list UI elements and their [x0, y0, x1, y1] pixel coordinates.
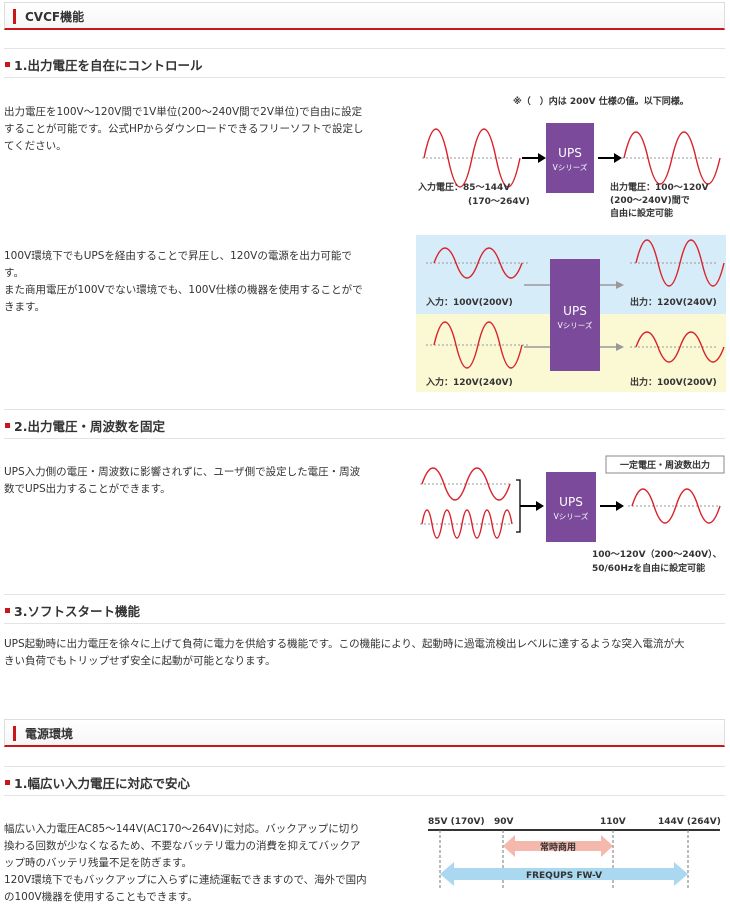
- output-voltage-label: (200～240V)間で: [610, 195, 690, 206]
- series-label: Vシリーズ: [554, 511, 589, 521]
- normal-range-arrow: [503, 835, 613, 857]
- tick-label: 110V: [600, 817, 626, 827]
- series-label: Vシリーズ: [553, 162, 588, 172]
- subsection-wide-input: 1.幅広い入力電圧に対応で安心: [4, 768, 725, 794]
- setting-caption: 100～120V（200～240V）、: [592, 549, 722, 560]
- subsection-title: 2.出力電圧・周波数を固定: [14, 419, 165, 434]
- arrow-icon: [616, 343, 624, 351]
- paragraph-wide-input: 幅広い入力電圧AC85～144V(AC170～264V)に対応。バックアップに切…: [4, 821, 404, 906]
- arrow-icon: [616, 281, 624, 289]
- arrow-icon: [538, 153, 546, 163]
- input-label: 入力：100V(200V): [425, 296, 513, 308]
- text-line: 120V環境下でもバックアップに入らずに連続運転できますので、海外で国内: [4, 874, 367, 886]
- section-title: CVCF機能: [25, 10, 85, 24]
- divider: [4, 766, 725, 767]
- text-line: す。: [4, 267, 24, 279]
- text-line: きい負荷でもトリップせず安全に起動が可能となります。: [4, 655, 276, 667]
- ups-label: UPS: [563, 304, 587, 318]
- header-accent-bar: [13, 726, 16, 741]
- output-voltage-label: 出力電圧：100～120V: [610, 181, 709, 193]
- divider: [4, 48, 725, 49]
- text-line: また商用電圧が100Vでない環境でも、100V仕様の機器を使用することがで: [4, 284, 363, 296]
- subsection-title: 1.幅広い入力電圧に対応で安心: [14, 776, 190, 791]
- paragraph-fixed-output: UPS入力側の電圧・周波数に影響されずに、ユーザ側で設定した電圧・周波 数でUP…: [4, 464, 404, 498]
- section-header-power: 電源環境: [4, 719, 725, 747]
- text-line: UPS起動時に出力電圧を徐々に上げて負荷に電力を供給する機能です。この機能により…: [4, 638, 685, 650]
- arrow-icon: [614, 153, 622, 163]
- text-line: の100V機器を使用することもできます。: [4, 891, 198, 903]
- subsection-soft-start: 3.ソフトスタート機能: [4, 596, 725, 622]
- input-voltage-label: 入力電圧：85～144V: [417, 181, 510, 193]
- output-label: 出力：100V(200V): [630, 376, 717, 388]
- wave: [635, 331, 725, 363]
- tick-label: 144V (264V): [658, 817, 721, 827]
- input-wave: [421, 509, 513, 539]
- text-line: 数でUPS出力することができます。: [4, 483, 171, 495]
- input-wave: [421, 467, 511, 501]
- text-line: 換わる回数が少なくなるため、不要なバッテリ電力の消費を抑えてバックア: [4, 840, 361, 852]
- figure-input-range: 85V (170V) 90V 110V 144V (264V) 常時商用 FRE…: [428, 817, 721, 890]
- section-title: 電源環境: [25, 727, 74, 741]
- input-label: 入力：120V(240V): [425, 376, 513, 388]
- setting-caption: 50/60Hzを自由に設定可能: [592, 562, 705, 574]
- output-box-label: 一定電圧・周波数出力: [620, 459, 710, 471]
- output-wave: [623, 131, 721, 185]
- divider: [4, 623, 725, 624]
- input-wave: [423, 128, 521, 188]
- output-wave: [631, 488, 721, 524]
- arrow-icon: [616, 501, 624, 511]
- text-line: きます。: [4, 301, 45, 313]
- subsection-output-control: 1.出力電圧を自在にコントロール: [4, 50, 725, 76]
- wave: [433, 247, 523, 279]
- divider: [4, 795, 725, 796]
- header-accent-bar: [13, 9, 16, 24]
- tick-label: 90V: [494, 817, 514, 827]
- bullet-icon: [5, 423, 10, 428]
- bullet-icon: [5, 608, 10, 613]
- text-line: てください。: [4, 140, 67, 152]
- arrow-icon: [536, 501, 544, 511]
- normal-range-label: 常時商用: [540, 841, 576, 853]
- ups-box: [546, 123, 594, 193]
- text-line: 出力電圧を100V～120V間で1V単位(200～240V間で2V単位)で自由に…: [4, 106, 363, 118]
- product-range-label: FREQUPS FW-V: [526, 871, 602, 881]
- subsection-fixed-output: 2.出力電圧・周波数を固定: [4, 411, 725, 437]
- bullet-icon: [5, 780, 10, 785]
- bullet-icon: [5, 62, 10, 67]
- paragraph-output-control: 出力電圧を100V～120V間で1V単位(200～240V間で2V単位)で自由に…: [4, 104, 404, 155]
- divider: [4, 438, 725, 439]
- subsection-title: 3.ソフトスタート機能: [14, 604, 140, 619]
- divider: [4, 594, 725, 595]
- figure-fixed-output: 一定電圧・周波数出力 UPS Vシリーズ 100～120V（200～240V）、…: [420, 455, 725, 574]
- figure-step-up-down: 入力：100V(200V) 出力：120V(240V) 入力：120V(240V…: [416, 235, 726, 392]
- ups-box: [546, 472, 596, 542]
- paragraph-soft-start: UPS起動時に出力電圧を徐々に上げて負荷に電力を供給する機能です。この機能により…: [4, 636, 726, 670]
- ups-label: UPS: [558, 146, 582, 160]
- paragraph-step-up: 100V環境下でもUPSを経由することで昇圧し、120Vの電源を出力可能で す。…: [4, 248, 404, 316]
- wave: [433, 321, 523, 369]
- ups-box: [550, 259, 600, 371]
- figure-voltage-control: ※（ ）内は 200V 仕様の値。以下同様。 UPS Vシリーズ 入力電圧：85…: [417, 95, 721, 219]
- figure-note: ※（ ）内は 200V 仕様の値。以下同様。: [513, 95, 689, 107]
- input-voltage-label: (170～264V): [468, 197, 530, 207]
- ups-label: UPS: [559, 495, 583, 509]
- text-line: 100V環境下でもUPSを経由することで昇圧し、120Vの電源を出力可能で: [4, 250, 352, 262]
- output-voltage-label: 自由に設定可能: [610, 207, 673, 219]
- subsection-title: 1.出力電圧を自在にコントロール: [14, 58, 203, 73]
- series-label: Vシリーズ: [558, 320, 593, 330]
- output-label: 出力：120V(240V): [630, 296, 717, 308]
- text-line: することが可能です。公式HPからダウンロードできるフリーソフトで設定し: [4, 123, 364, 135]
- text-line: 幅広い入力電圧AC85～144V(AC170～264V)に対応。バックアップに切…: [4, 823, 360, 835]
- product-range-arrow: [440, 862, 688, 886]
- output-box: [605, 455, 725, 474]
- divider: [4, 77, 725, 78]
- divider: [4, 409, 725, 410]
- tick-label: 85V (170V): [428, 817, 485, 827]
- text-line: ップ時のバッテリ残量不足を防ぎます。: [4, 857, 192, 869]
- section-header-cvcf: CVCF機能: [4, 2, 725, 30]
- wave: [635, 239, 725, 287]
- text-line: UPS入力側の電圧・周波数に影響されずに、ユーザ側で設定した電圧・周波: [4, 466, 361, 478]
